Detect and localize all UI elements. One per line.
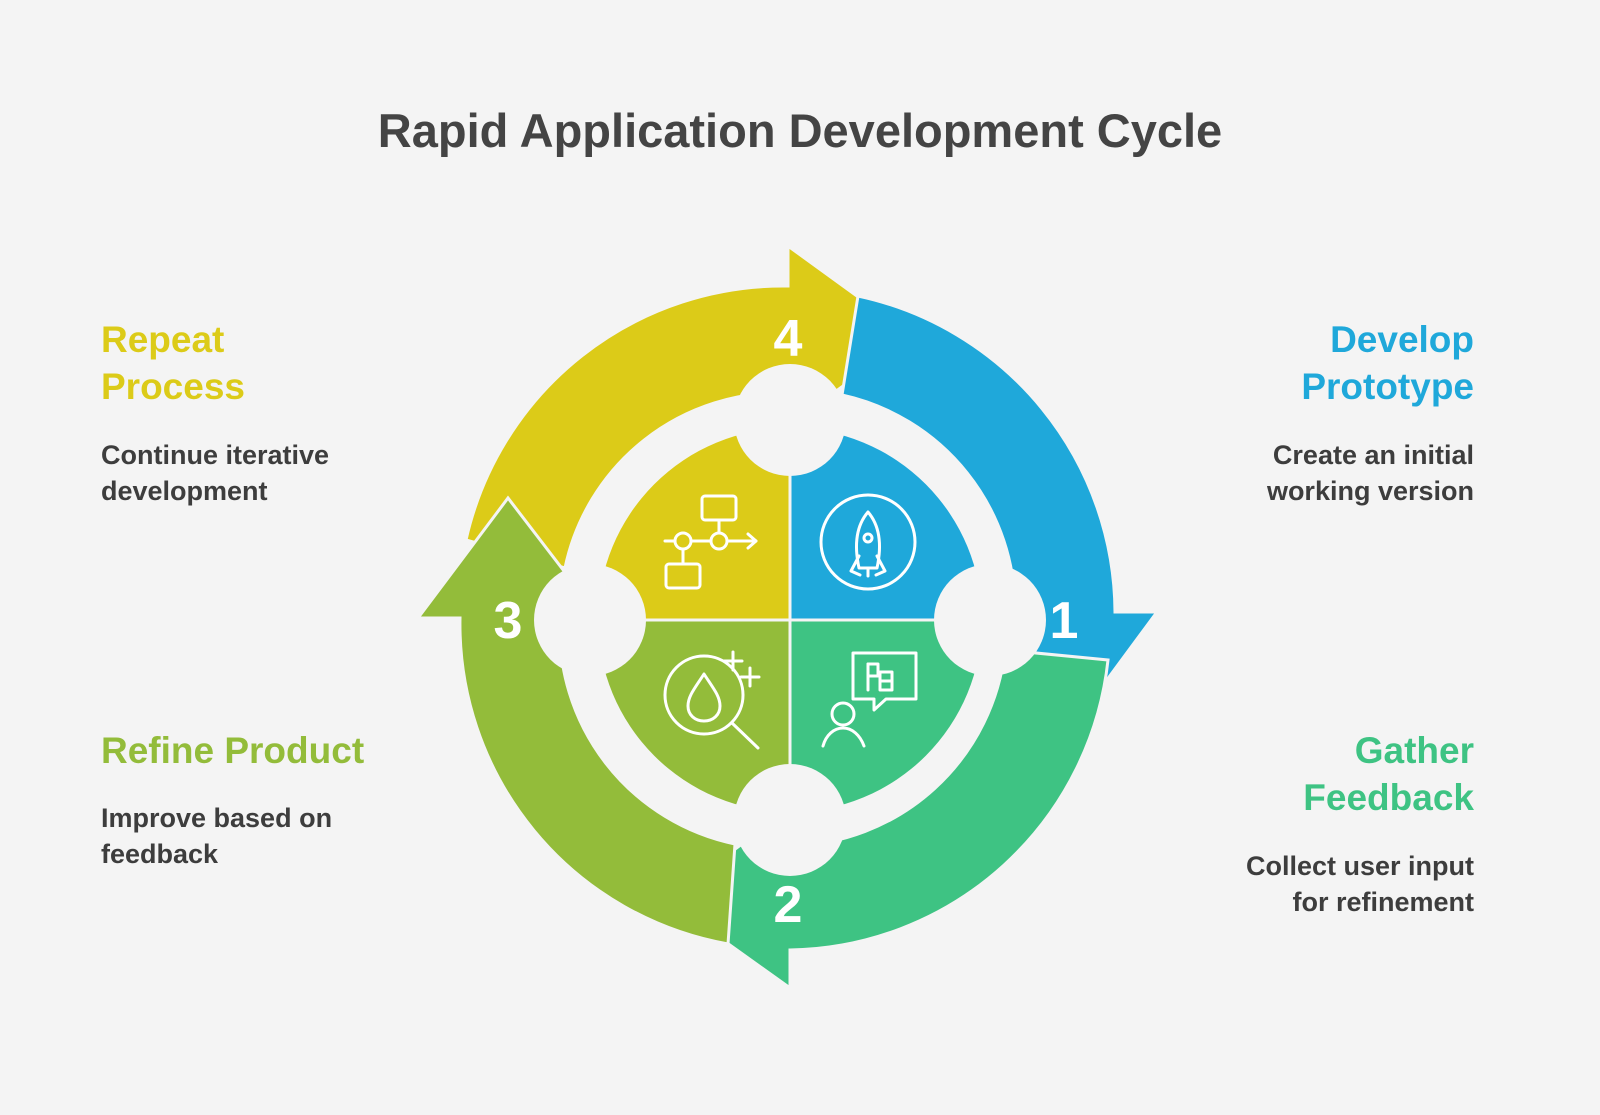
step-title-line: Refine Product (101, 730, 365, 771)
quadrant-step-2 (790, 620, 982, 812)
feedback-chat-icon (821, 651, 918, 748)
step-desc-develop-prototype: Create an initial working version (1267, 437, 1474, 509)
step-desc-line: for refinement (1292, 887, 1474, 917)
arrow-ring (415, 243, 1160, 991)
step-number-2: 2 (774, 876, 803, 934)
page-title: Rapid Application Development Cycle (377, 104, 1223, 157)
magnify-refine-icon (663, 650, 761, 750)
step-desc-line: Improve based on (101, 803, 333, 833)
flowchart-icon (663, 494, 758, 590)
step-desc-repeat-process: Continue iterative development (101, 437, 329, 509)
step-title-line: Feedback (1303, 777, 1474, 818)
arrow-step-1 (840, 294, 1160, 737)
step-title-line: Develop (1330, 319, 1474, 360)
step-desc-line: Create an initial (1272, 440, 1474, 470)
step-title-gather-feedback: Gather Feedback (1303, 727, 1474, 821)
step-title-line: Prototype (1301, 366, 1474, 407)
step-number-3: 3 (494, 592, 523, 650)
quadrant-step-3 (598, 620, 790, 812)
step-desc-line: development (101, 476, 268, 506)
step-desc-line: feedback (101, 839, 219, 869)
step-number-1: 1 (1050, 592, 1079, 650)
arrow-step-4 (464, 243, 915, 570)
step-desc-line: Collect user input (1245, 851, 1474, 881)
rocket-icon (819, 493, 917, 591)
quadrant-step-1 (790, 428, 982, 620)
step-title-repeat-process: Repeat Process (101, 316, 245, 410)
step-title-line: Gather (1354, 730, 1474, 771)
quadrant-step-4 (598, 428, 790, 620)
step-title-line: Repeat (101, 319, 225, 360)
step-number-4: 4 (774, 310, 803, 368)
step-desc-gather-feedback: Collect user input for refinement (1246, 848, 1474, 920)
arrow-step-2 (664, 648, 1110, 991)
step-title-develop-prototype: Develop Prototype (1301, 316, 1474, 410)
step-desc-refine-product: Improve based on feedback (101, 800, 332, 872)
arrow-step-3 (415, 495, 737, 946)
inner-circle (534, 364, 1046, 876)
step-desc-line: Continue iterative (101, 440, 330, 470)
step-title-line: Process (101, 366, 245, 407)
step-title-refine-product: Refine Product (101, 727, 364, 774)
step-desc-line: working version (1266, 476, 1474, 506)
